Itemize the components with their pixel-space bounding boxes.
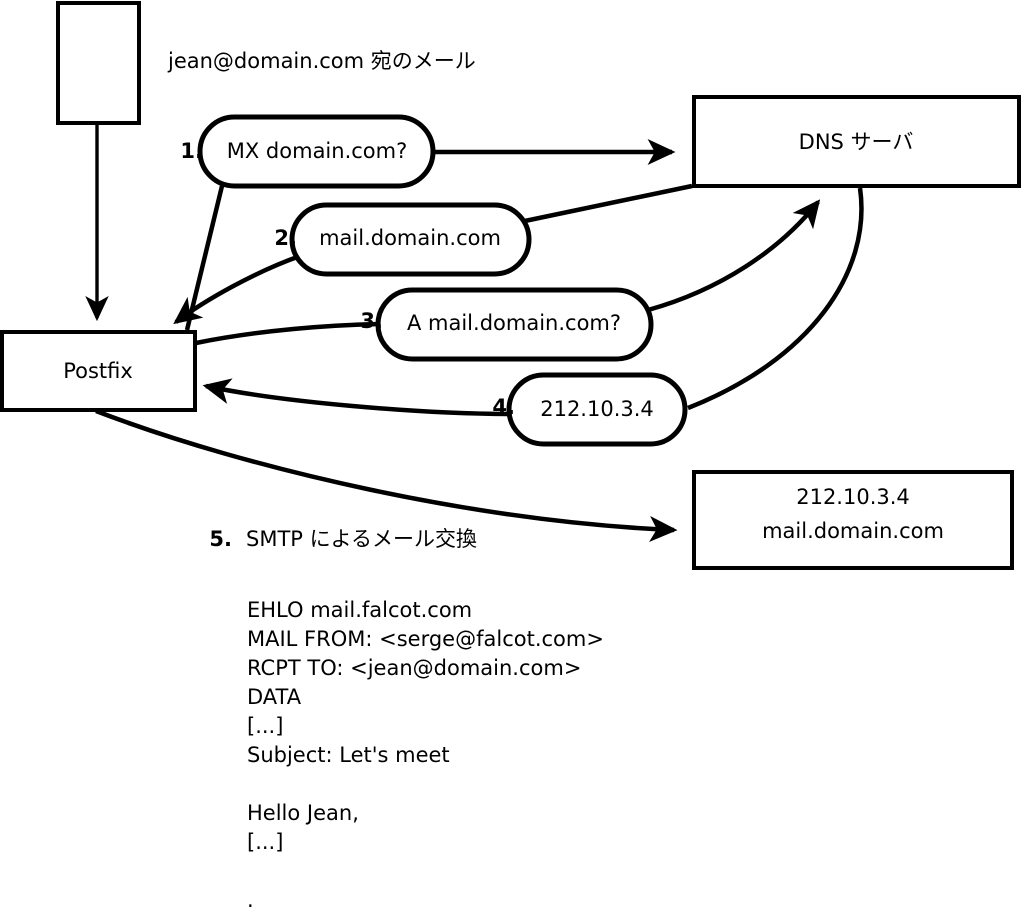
step4-number: 4. <box>492 395 515 419</box>
step5-label: SMTP によるメール交換 <box>246 527 477 551</box>
bubble-step3-label: A mail.domain.com? <box>407 311 621 335</box>
arrow-step4-dns-to-bubble <box>687 187 864 411</box>
smtp-transcript-line: Subject: Let's meet <box>247 743 450 767</box>
smtp-transcript-line: [...] <box>247 830 284 854</box>
bubble-step3 <box>375 287 654 362</box>
bubble-step1 <box>197 114 436 189</box>
source-box <box>56 1 141 125</box>
arrow-step4-bubble-to-postfix <box>202 378 514 417</box>
smtp-transcript-line: [...] <box>247 714 284 738</box>
bubble-step2 <box>289 202 532 277</box>
arrow-step3-bubble-to-dns <box>647 199 821 313</box>
step3-number: 3. <box>360 309 383 333</box>
smtp-transcript-line <box>247 857 604 886</box>
mail-destination-caption: jean@domain.com 宛のメール <box>167 49 476 73</box>
step2-number: 2. <box>274 226 297 250</box>
mail-server-box <box>692 470 1014 570</box>
dns-server-box-label: DNS サーバ <box>799 130 914 154</box>
step1-number: 1. <box>180 139 203 163</box>
dns-server-box <box>692 95 1021 188</box>
smtp-transcript-line: EHLO mail.falcot.com <box>247 598 473 622</box>
step5-number: 5. <box>209 527 232 551</box>
arrow-step2-bubble-to-postfix <box>173 253 301 325</box>
postfix-box-label: Postfix <box>63 359 133 383</box>
mail-server-host-label: mail.domain.com <box>762 519 944 543</box>
smtp-transcript-line <box>247 770 604 799</box>
smtp-transcript-line: DATA <box>247 685 302 709</box>
arrow-step2-dns-to-bubble <box>519 183 693 225</box>
smtp-transcript-line: MAIL FROM: <serge@falcot.com> <box>247 627 604 651</box>
smtp-transcript: EHLO mail.falcot.com MAIL FROM: <serge@f… <box>247 596 604 915</box>
bubble-step1-label: MX domain.com? <box>227 139 408 163</box>
bubble-step4-label: 212.10.3.4 <box>540 397 654 421</box>
mail-server-ip-label: 212.10.3.4 <box>796 485 910 509</box>
smtp-transcript-line: Hello Jean, <box>247 801 359 825</box>
bubble-step2-label: mail.domain.com <box>319 226 501 250</box>
smtp-transcript-line: RCPT TO: <jean@domain.com> <box>247 656 582 680</box>
smtp-transcript-line: . <box>247 888 254 912</box>
arrow-step3-postfix-to-bubble <box>195 321 381 346</box>
bubble-step4 <box>506 372 688 447</box>
arrow-step5-postfix-to-mailserver <box>95 408 678 542</box>
